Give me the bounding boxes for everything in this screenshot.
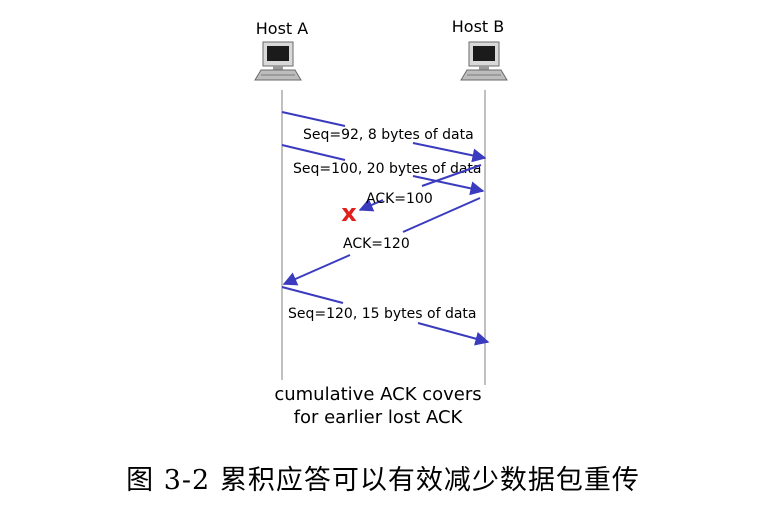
seq92-arrow-part1 (281, 111, 346, 127)
ack120-arrow-part2 (282, 254, 351, 286)
seq100-arrow-part2 (412, 175, 485, 196)
seq92-label: Seq=92, 8 bytes of data (303, 127, 474, 143)
host-b-computer-icon (460, 41, 508, 81)
ack120-label: ACK=120 (343, 236, 410, 252)
seq120-label: Seq=120, 15 bytes of data (288, 306, 477, 322)
loss-x-marker: x (341, 199, 357, 227)
host-a-label: Host A (256, 19, 309, 38)
ack100-label: ACK=100 (366, 191, 433, 207)
host-b-label: Host B (452, 17, 505, 36)
note-line-2: for earlier lost ACK (294, 407, 464, 428)
ack100-arrow-part1 (421, 164, 482, 187)
seq92-arrow-part2 (412, 142, 487, 163)
figure-caption: 图 3-2 累积应答可以有效减少数据包重传 (126, 465, 640, 496)
seq100-arrow-part1 (281, 144, 346, 161)
note-line-1: cumulative ACK covers (274, 384, 481, 405)
host-a-computer-icon (254, 41, 302, 81)
seq100-label: Seq=100, 20 bytes of data (293, 161, 482, 177)
ack100-arrow-part2 (358, 198, 384, 212)
seq120-arrow-part2 (417, 322, 490, 346)
ack120-arrow-part1 (402, 197, 481, 233)
seq120-arrow-part1 (281, 286, 344, 304)
